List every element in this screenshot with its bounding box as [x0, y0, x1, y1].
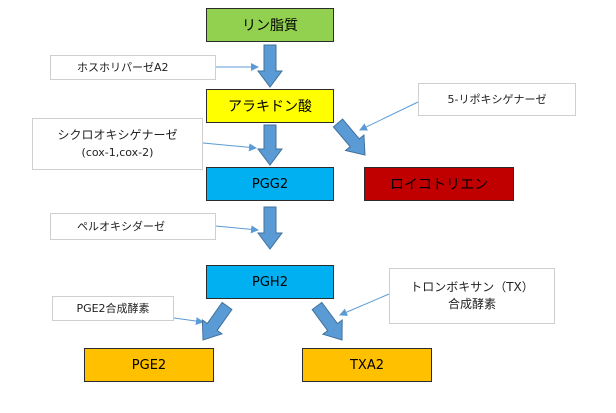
node-txa2: TXA2: [302, 348, 432, 382]
flow-arrow-pgg2-to-pgh2: [257, 206, 283, 250]
enzyme-thromboxane-synthase-label-2: 合成酵素: [447, 297, 496, 311]
enzyme-5-lipoxygenase: 5-リポキシゲナーゼ: [418, 83, 576, 116]
enzyme-5-lipoxygenase-label: 5-リポキシゲナーゼ: [447, 92, 547, 106]
node-pgg2: PGG2: [206, 167, 334, 201]
node-arachidonic-acid-label: アラキドン酸: [228, 99, 312, 115]
enzyme-thromboxane-synthase: トロンボキサン（TX） 合成酵素: [389, 268, 555, 324]
enzyme-phospholipase-a2: ホスホリパーゼA2: [50, 55, 216, 80]
flow-arrow-arachidonic-to-leukotriene: [332, 118, 366, 156]
node-leukotriene: ロイコトリエン: [364, 167, 514, 201]
node-pge2-label: PGE2: [131, 357, 167, 373]
enzyme-pge2-synthase-label: PGE2合成酵素: [76, 301, 150, 315]
flow-arrow-phospholipid-to-arachidonic: [257, 44, 283, 88]
enzyme-peroxidase: ペルオキシダーゼ: [50, 213, 216, 240]
pointer-txs: [339, 293, 390, 316]
enzyme-thromboxane-synthase-label: トロンボキサン（TX）: [410, 279, 534, 294]
pointer-peroxidase: [215, 225, 259, 234]
pointer-lipoxygenase: [359, 101, 419, 131]
flow-arrow-pgh2-to-pge2: [201, 301, 233, 341]
enzyme-pge2-synthase: PGE2合成酵素: [52, 296, 174, 321]
pointer-pges: [173, 317, 204, 326]
node-phospholipid: リン脂質: [206, 8, 334, 42]
flow-arrow-pgh2-to-txa2: [311, 301, 343, 341]
enzyme-peroxidase-label: ペルオキシダーゼ: [77, 219, 165, 233]
node-pgh2: PGH2: [206, 265, 334, 299]
node-leukotriene-label: ロイコトリエン: [390, 177, 488, 193]
enzyme-phospholipase-a2-label: ホスホリパーゼA2: [77, 60, 169, 74]
enzyme-cyclooxygenase-label: シクロオキシゲナーゼ: [57, 128, 178, 143]
flow-arrow-arachidonic-to-pgg2: [257, 124, 283, 166]
enzyme-cyclooxygenase: シクロオキシゲナーゼ (cox-1,cox-2): [32, 118, 203, 170]
enzyme-cyclooxygenase-isoforms: (cox-1,cox-2): [81, 145, 154, 159]
node-txa2-label: TXA2: [349, 357, 384, 373]
node-arachidonic-acid: アラキドン酸: [206, 89, 334, 123]
pointer-cox: [202, 142, 257, 152]
node-pgh2-label: PGH2: [252, 274, 288, 290]
node-phospholipid-label: リン脂質: [242, 18, 298, 34]
node-pgg2-label: PGG2: [251, 176, 289, 192]
node-pge2: PGE2: [84, 348, 214, 382]
